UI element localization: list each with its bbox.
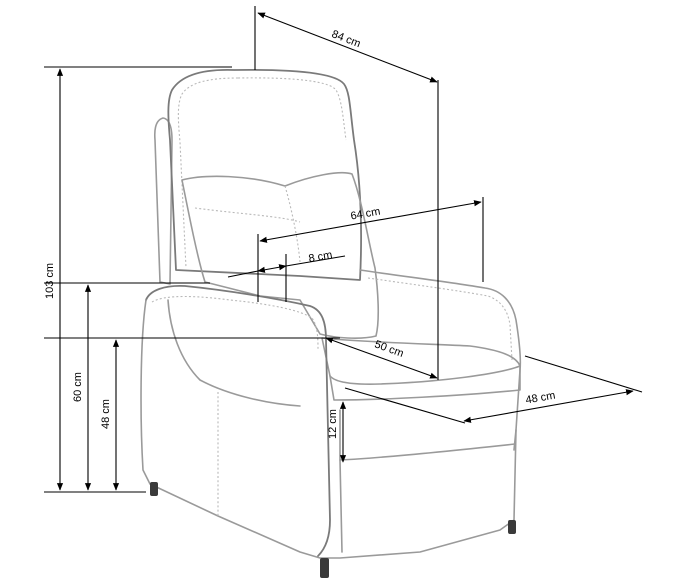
footrest-front: [339, 459, 343, 553]
leg-back-right: [508, 520, 516, 534]
footrest: [339, 409, 516, 461]
leg-front-right: [320, 558, 329, 578]
backrest-seam-right: [237, 77, 347, 141]
right-armrest-seam: [367, 277, 513, 361]
chair-base: [140, 299, 517, 559]
dimension-lines: [44, 6, 643, 493]
label-armrest-width: 8 cm: [308, 249, 334, 265]
dimension-footrest-depth-line: [463, 389, 634, 423]
label-total-height: 103 cm: [44, 263, 56, 299]
left-armrest: [145, 285, 331, 557]
dimension-inner-width-line: [259, 200, 482, 243]
left-armrest-seam: [151, 296, 319, 351]
cushion-lower-seam: [194, 207, 301, 223]
label-inner-width: 64 cm: [350, 206, 382, 223]
dimension-width-line: [257, 12, 438, 83]
label-footrest-height: 12 cm: [327, 409, 339, 439]
dimension-armrest-width-line: [227, 270, 259, 278]
backrest: [167, 68, 363, 281]
leg-front-left: [150, 482, 158, 496]
label-armrest-height: 60 cm: [72, 372, 84, 402]
seat-front: [329, 365, 521, 401]
armchair-illustration: [140, 68, 522, 578]
left-armrest-inner: [167, 299, 301, 407]
dimension-seat-depth-line: [325, 337, 438, 379]
back-cushion: [181, 171, 380, 339]
dimension-labels: 84 cm 103 cm 60 cm 48 cm 64 cm 8 cm 50 c…: [44, 28, 556, 439]
cushion-center-seam: [284, 185, 301, 263]
right-armrest: [359, 269, 522, 451]
seat-cushion: [321, 337, 521, 385]
backrest-seam: [177, 77, 239, 269]
label-seat-height: 48 cm: [100, 399, 112, 429]
label-footrest-depth: 48 cm: [525, 390, 557, 407]
